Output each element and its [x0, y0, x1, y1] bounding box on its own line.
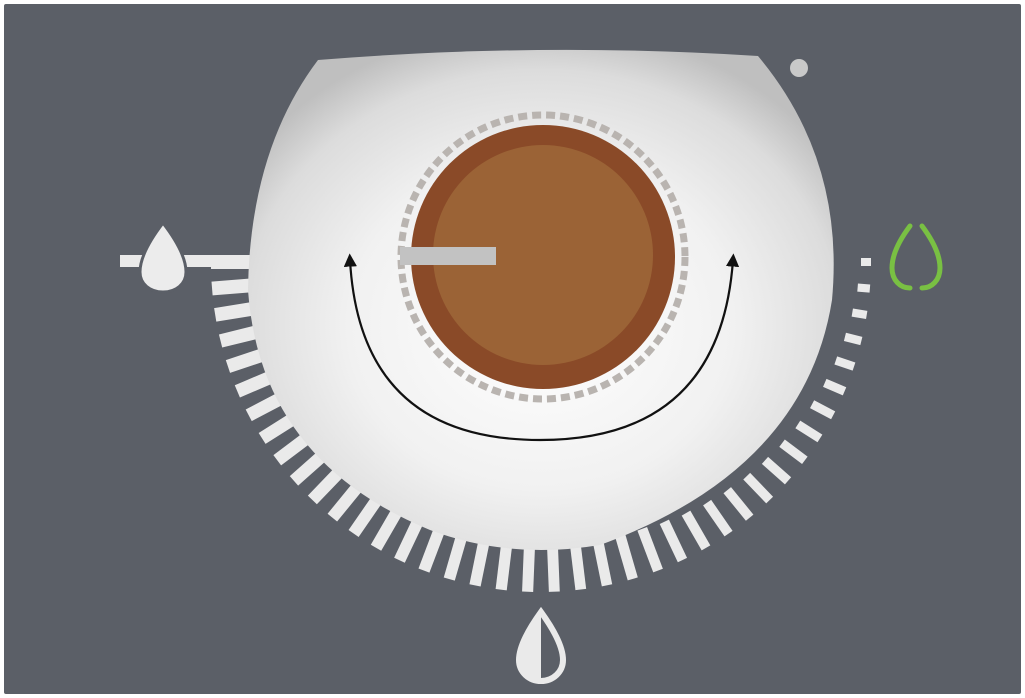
- status-dot-icon: [790, 59, 808, 77]
- scale-mark: [861, 258, 871, 266]
- scale-mark: [857, 284, 870, 293]
- knob-pointer: [400, 247, 496, 265]
